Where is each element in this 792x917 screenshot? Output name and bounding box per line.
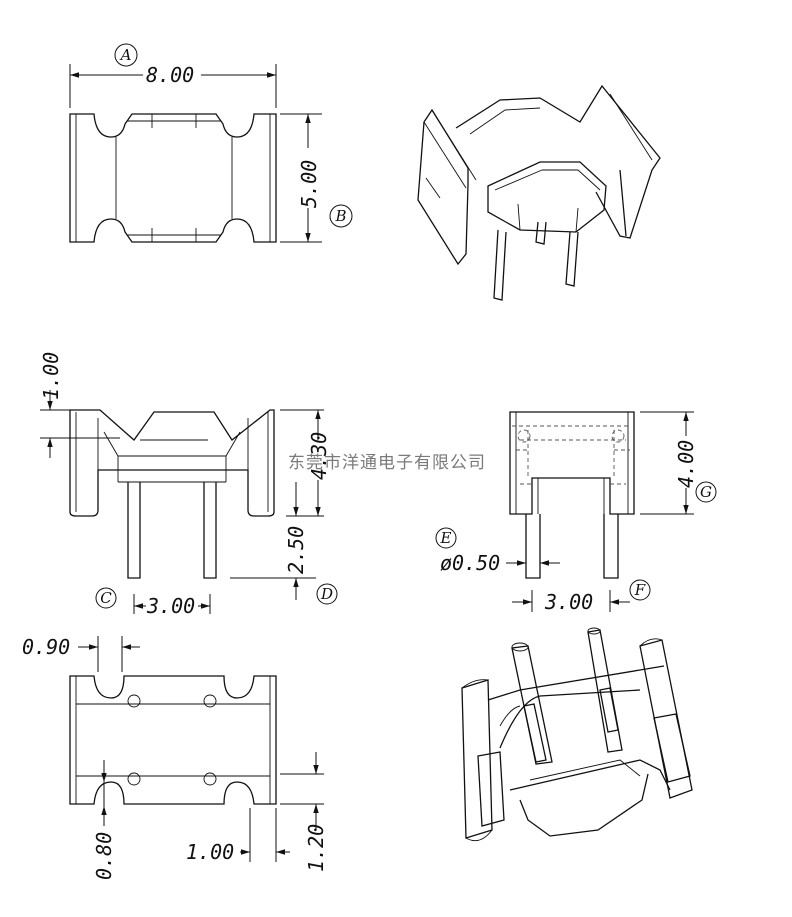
dim-height-top: 5.00 B xyxy=(280,113,353,243)
dim-edge-offset-text: 1.00 xyxy=(186,840,234,864)
dim-pin-pitch-side: 3.00 F xyxy=(512,579,651,614)
bottom-view xyxy=(69,675,277,805)
dim-pin-diameter-text: ø0.50 xyxy=(440,551,500,575)
callout-b: B xyxy=(334,207,346,225)
dim-step-height-text: 1.00 xyxy=(39,352,63,400)
dim-slot-depth: 0.80 xyxy=(92,760,116,880)
dim-width-top: 8.00 A xyxy=(69,43,277,108)
iso-view-top xyxy=(417,84,661,301)
dim-pin-pitch-front-text: 3.00 xyxy=(146,594,195,618)
top-view xyxy=(69,113,277,243)
callout-g: G xyxy=(700,483,712,501)
dim-slot-width-text: 0.90 xyxy=(22,635,70,659)
dim-step-height: 1.00 xyxy=(39,352,120,458)
dim-pin-pitch-side-text: 3.00 xyxy=(544,590,593,614)
dim-total-height-side-text: 4.00 xyxy=(674,440,698,488)
dim-body-height-text: 4.30 xyxy=(307,432,331,480)
watermark: 东莞市洋通电子有限公司 xyxy=(288,453,486,473)
callout-a: A xyxy=(119,46,132,64)
iso-view-bottom xyxy=(461,627,693,842)
side-view xyxy=(509,411,635,579)
dim-pin-length-text: 2.50 xyxy=(284,526,308,574)
dim-slot-width: 0.90 xyxy=(22,635,140,672)
dim-total-height-side: 4.00 G xyxy=(640,411,717,515)
dim-pin-pitch-front: 3.00 C xyxy=(95,587,211,618)
callout-d: D xyxy=(320,585,333,603)
dim-pin-offset-text: 1.20 xyxy=(304,824,328,872)
dim-height-top-text: 5.00 xyxy=(297,160,321,208)
callout-e: E xyxy=(440,529,452,547)
dim-edge-offset: 1.00 xyxy=(186,808,290,864)
front-view xyxy=(69,409,275,579)
dim-pin-offset: 1.20 xyxy=(280,752,328,872)
dim-slot-depth-text: 0.80 xyxy=(92,832,116,880)
dim-pin-length: 2.50 D xyxy=(230,482,338,605)
callout-f: F xyxy=(634,581,646,599)
dim-width-top-text: 8.00 xyxy=(146,63,194,87)
dim-pin-diameter: E ø0.50 xyxy=(435,527,560,575)
dim-body-height: 4.30 xyxy=(280,409,331,517)
callout-c: C xyxy=(100,589,112,607)
